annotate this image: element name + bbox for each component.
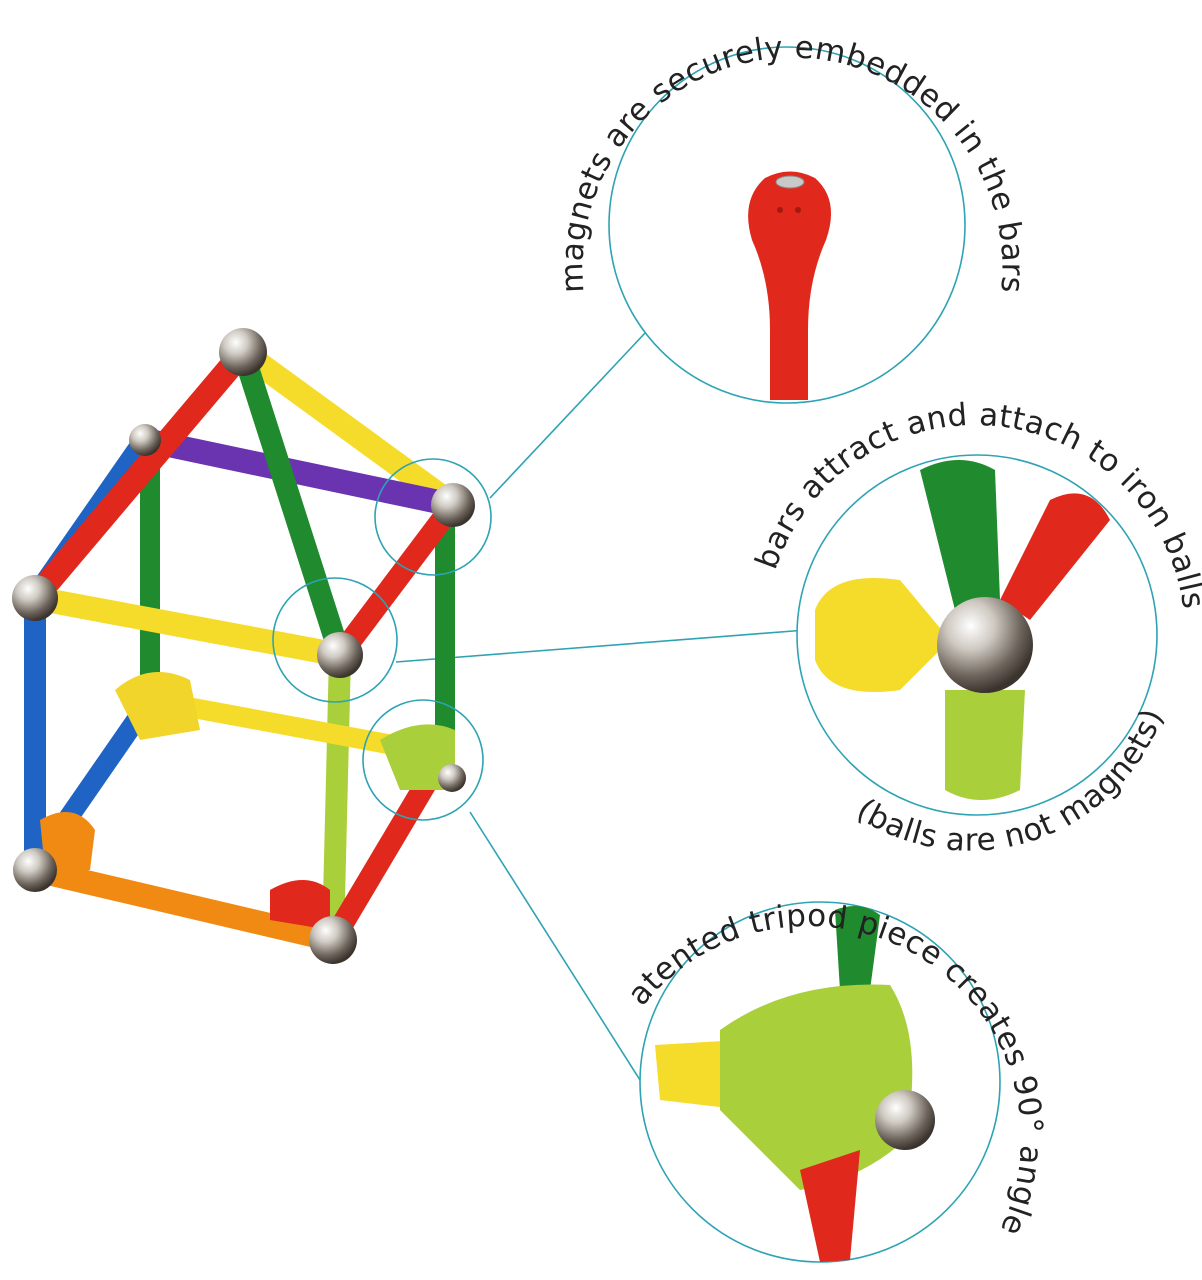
highlight-circles [272,458,492,821]
iron-balls [12,328,475,964]
tripod-pieces [40,672,455,930]
callout-line-balls [395,629,807,663]
zoom-circle-ball [796,454,1158,816]
zoom-circle-tripod [639,901,1001,1263]
zoom-circle-magnet [608,46,966,404]
magnetic-structure [23,340,465,952]
callout-line-tripod [469,811,641,1081]
callout-lines [395,331,807,1081]
callout-line-magnets [489,331,647,499]
